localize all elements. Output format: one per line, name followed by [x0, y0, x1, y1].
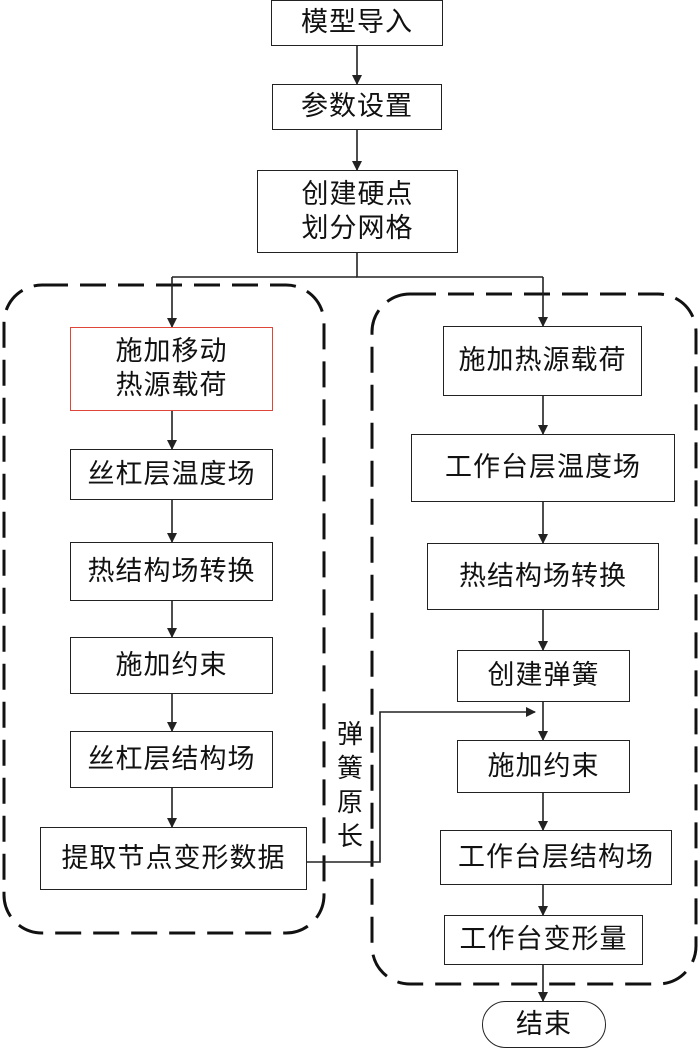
node-right-table-temp-field: 工作台层温度场 — [411, 434, 675, 502]
node-left-moving-heat-load: 施加移动 热源载荷 — [70, 327, 273, 411]
node-left-screw-temp-field: 丝杠层温度场 — [70, 449, 273, 500]
node-extract-deformation: 提取节点变形数据 — [40, 827, 307, 890]
node-model-import: 模型导入 — [271, 0, 443, 46]
arrow-extract-to-right — [307, 707, 536, 863]
spring-original-length-label: 弹簧原长 — [333, 718, 367, 854]
node-end: 结束 — [482, 1001, 606, 1048]
node-right-constraint: 施加约束 — [457, 740, 630, 793]
node-left-screw-struct-field: 丝杠层结构场 — [70, 731, 273, 788]
node-param-setting: 参数设置 — [272, 84, 442, 130]
node-left-thermal-struct-convert: 热结构场转换 — [70, 542, 273, 601]
left-group-outline — [2, 283, 326, 935]
node-right-heat-load: 施加热源载荷 — [443, 326, 642, 396]
node-create-spring: 创建弹簧 — [457, 650, 630, 702]
split-line — [356, 253, 543, 278]
node-right-table-struct-field: 工作台层结构场 — [440, 830, 672, 885]
node-create-mesh: 创建硬点 划分网格 — [257, 170, 458, 253]
right-group-outline — [370, 292, 698, 986]
node-table-deformation: 工作台变形量 — [444, 915, 643, 965]
node-left-constraint: 施加约束 — [70, 637, 273, 694]
node-right-thermal-struct-convert: 热结构场转换 — [427, 543, 659, 610]
